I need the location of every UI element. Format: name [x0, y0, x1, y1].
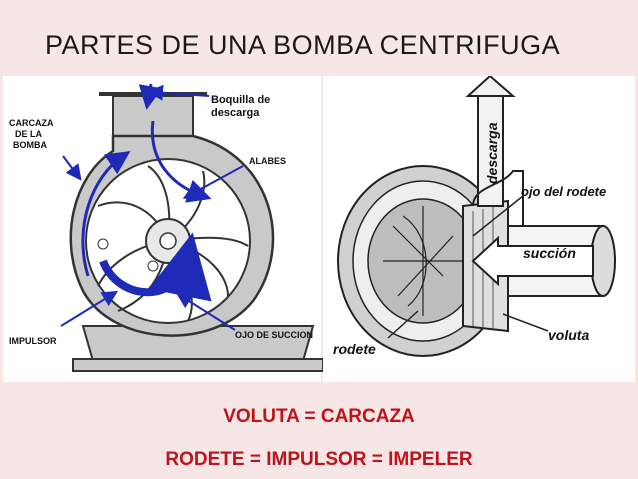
caption-rodete-impulsor-impeler: RODETE = IMPULSOR = IMPELER [165, 449, 473, 470]
left-pump-diagram: CARCAZA DE LA BOMBA Boquilla de descarga… [3, 76, 324, 382]
label-descarga: descarga [211, 107, 260, 119]
label-ojo-del-rodete: ojo del rodete [521, 184, 606, 199]
pump-diagrams: CARCAZA DE LA BOMBA Boquilla de descarga… [3, 76, 635, 382]
label-ojo-de-succion: OJO DE SUCCION [235, 330, 313, 340]
slide-title: PARTES DE UNA BOMBA CENTRIFUGA [45, 30, 561, 60]
label-boquilla: Boquilla de [211, 94, 270, 106]
label-carcaza-bomba: BOMBA [13, 140, 47, 150]
caption-voluta-carcaza: VOLUTA = CARCAZA [223, 406, 415, 427]
label-voluta: voluta [548, 327, 589, 343]
label-carcaza-de-la: DE LA [15, 129, 43, 139]
label-descarga-right: descarga [484, 122, 500, 184]
label-carcaza: CARCAZA [9, 118, 54, 128]
label-rodete: rodete [333, 341, 376, 357]
label-impulsor: IMPULSOR [9, 336, 57, 346]
label-alabes: ALABES [249, 156, 286, 166]
label-succion: succión [523, 245, 576, 261]
right-pump-diagram: descarga ojo del rodete succión rodete v… [323, 76, 635, 382]
